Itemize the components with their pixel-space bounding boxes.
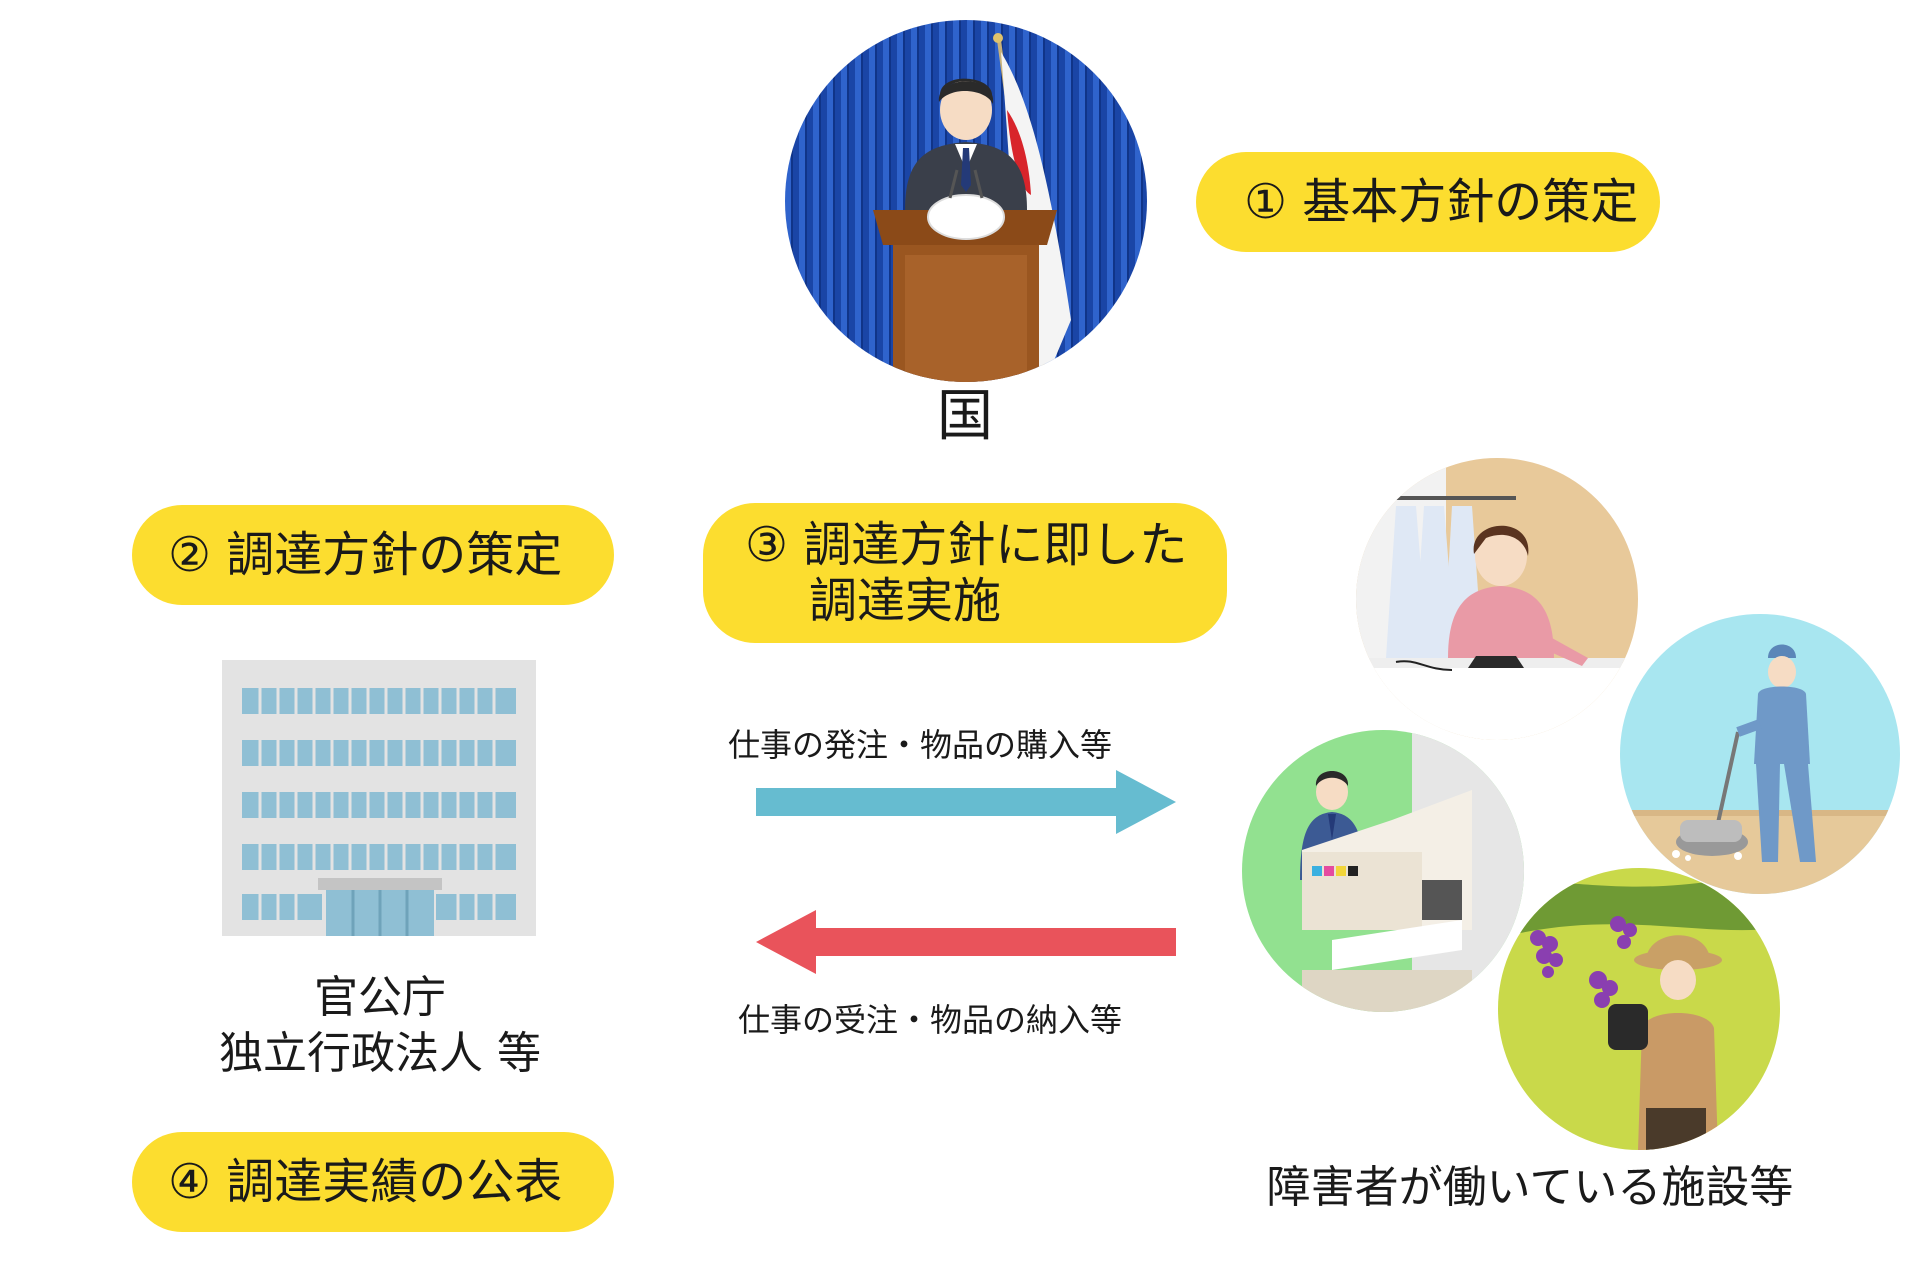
callout-procurement-implementation-line1: ③ 調達方針に即した: [745, 517, 1188, 573]
agencies-label-line1: 官公庁: [314, 972, 446, 1023]
callout-procurement-results-text: ④ 調達実績の公表: [168, 1154, 563, 1210]
callout-procurement-implementation-line2: 調達実施: [809, 573, 1002, 629]
callout-procurement-policy: ② 調達方針の策定: [132, 505, 614, 605]
laundry-worker-illustration: [1356, 458, 1638, 740]
national-government-label: 国: [937, 384, 993, 449]
order-arrow: [756, 770, 1176, 834]
window-row: [242, 688, 516, 714]
cleaning-worker-illustration: [1620, 614, 1900, 894]
callout-basic-policy-text: ① 基本方針の策定: [1244, 174, 1639, 230]
order-caption: 仕事の発注・物品の購入等: [728, 726, 1113, 764]
farm-worker-illustration: [1498, 868, 1780, 1150]
callout-procurement-results: ④ 調達実績の公表: [132, 1132, 614, 1232]
callout-basic-policy: ① 基本方針の策定: [1196, 152, 1660, 252]
facilities-label: 障害者が働いている施設等: [1266, 1162, 1794, 1213]
delivery-arrow: [756, 910, 1176, 974]
callout-procurement-implementation: ③ 調達方針に即した 調達実施: [703, 503, 1227, 643]
agencies-label: 官公庁 独立行政法人 等: [170, 970, 590, 1082]
national-government-illustration: [785, 20, 1147, 382]
government-building-illustration: [222, 660, 536, 936]
agencies-label-line2: 独立行政法人 等: [219, 1028, 541, 1079]
callout-procurement-policy-text: ② 調達方針の策定: [168, 527, 563, 583]
printing-worker-illustration: [1242, 730, 1524, 1012]
delivery-caption: 仕事の受注・物品の納入等: [738, 1001, 1123, 1039]
